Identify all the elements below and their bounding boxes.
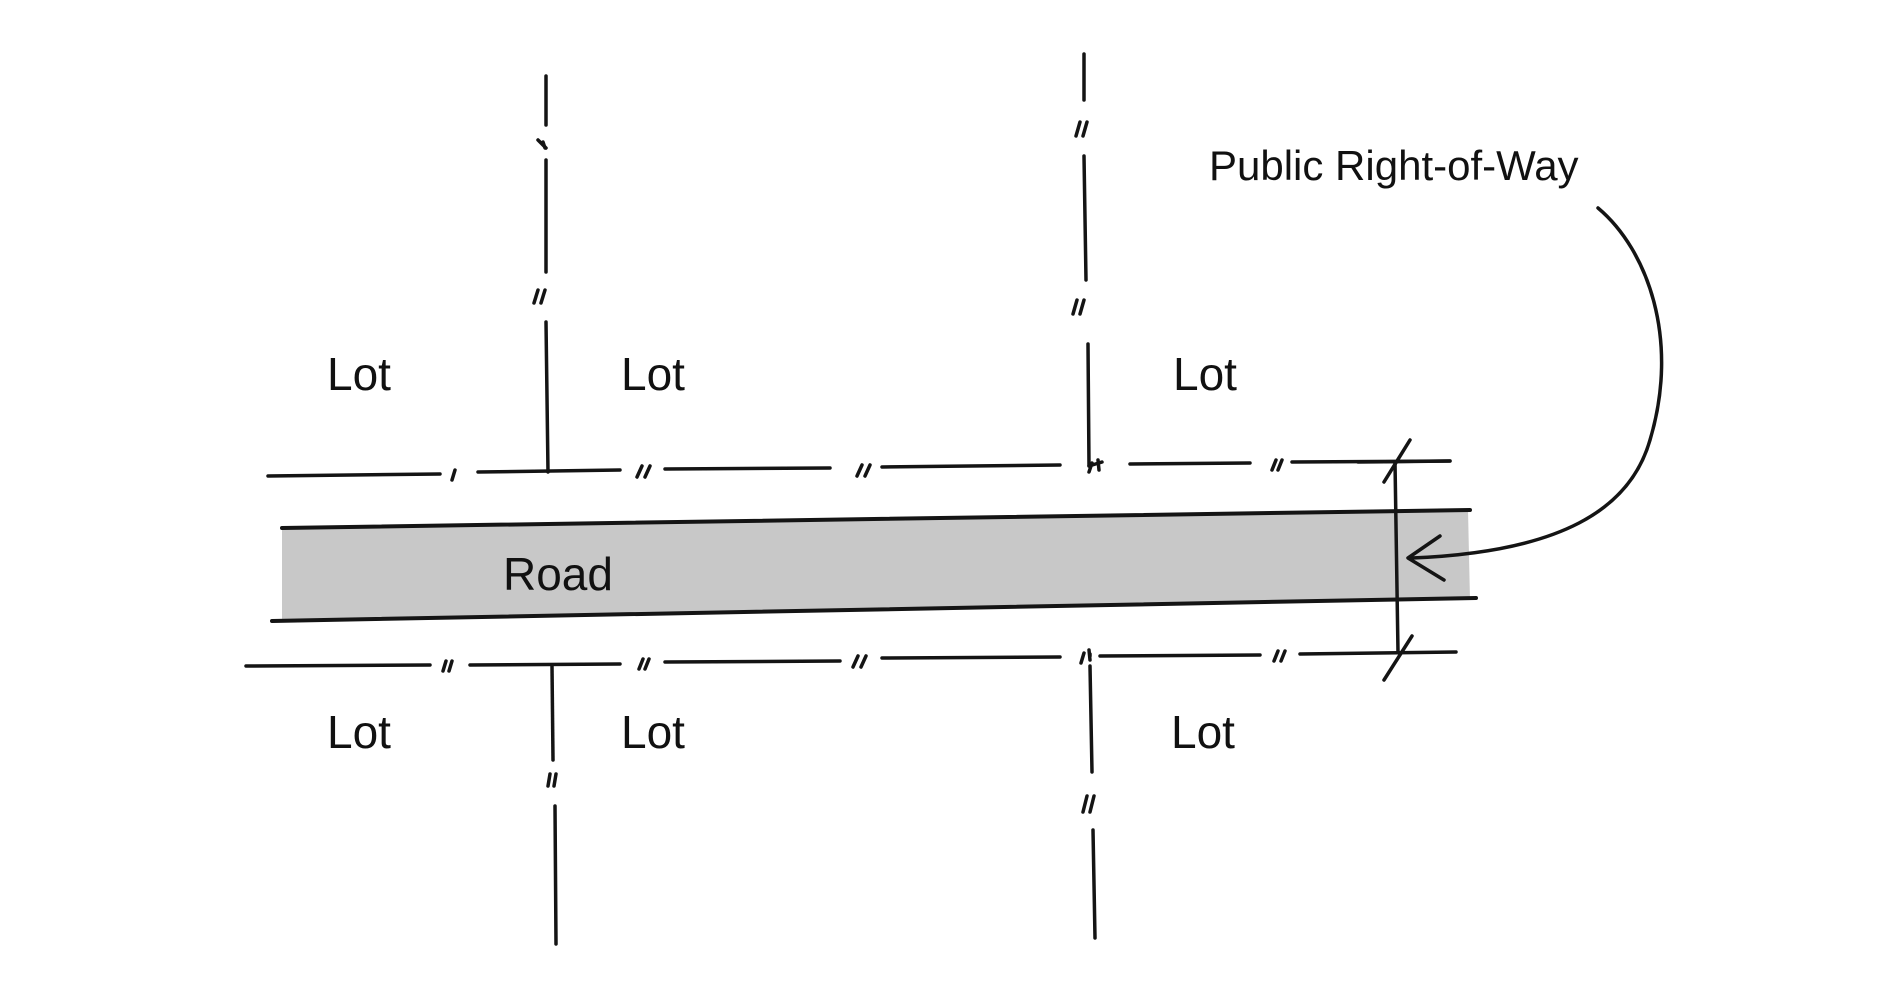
road-surface [282,510,1470,620]
lot-label-north-2: Lot [621,348,685,400]
north-row-boundary [266,458,1452,482]
road-edge-north [280,508,1472,530]
road-edge-south [270,596,1478,623]
lot-label-south-3: Lot [1171,706,1235,758]
row-dimension [1382,438,1414,682]
lot-label-north-3: Lot [1173,348,1237,400]
lot-label-north-1: Lot [327,348,391,400]
lot-label-south-2: Lot [621,706,685,758]
right-of-way-label: Public Right-of-Way [1209,142,1579,189]
south-lot-dividers [546,652,1097,946]
north-lot-dividers [532,52,1104,474]
lot-label-south-1: Lot [327,706,391,758]
south-row-boundary [244,648,1458,673]
row-callout-arrow [1406,206,1664,582]
road-label: Road [503,548,613,600]
